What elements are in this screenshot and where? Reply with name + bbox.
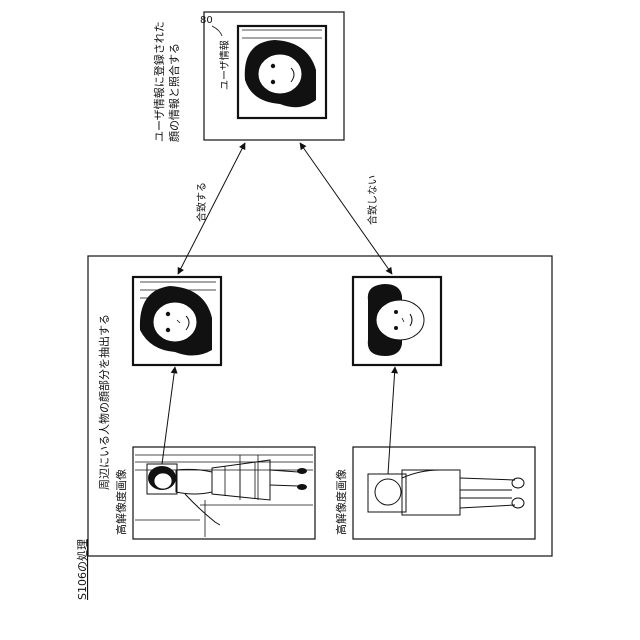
match-label: 合致する	[195, 182, 208, 222]
user-info-caption-line1: ユーザ情報に登録された	[152, 21, 166, 142]
hires-image-bottom	[353, 447, 535, 539]
step-title: S106の処理	[76, 539, 89, 600]
user-info-card: 80 ユーザ情報	[200, 12, 344, 140]
ref-number: 80	[200, 15, 213, 26]
hires-image-label-top: 高解像度画像	[114, 469, 128, 535]
user-info-caption-line2: 顔の情報と照合する	[167, 43, 181, 142]
hires-image-top	[133, 447, 315, 539]
extracted-face-man	[353, 277, 441, 365]
user-info-label: ユーザ情報	[218, 40, 231, 90]
match-arrow	[178, 143, 245, 274]
no-match-label: 合致しない	[366, 175, 379, 225]
hires-image-label-bottom: 高解像度画像	[334, 469, 348, 535]
extraction-caption: 周辺にいる人物の顔部分を抽出する	[97, 314, 111, 490]
extracted-face-woman	[133, 277, 221, 365]
